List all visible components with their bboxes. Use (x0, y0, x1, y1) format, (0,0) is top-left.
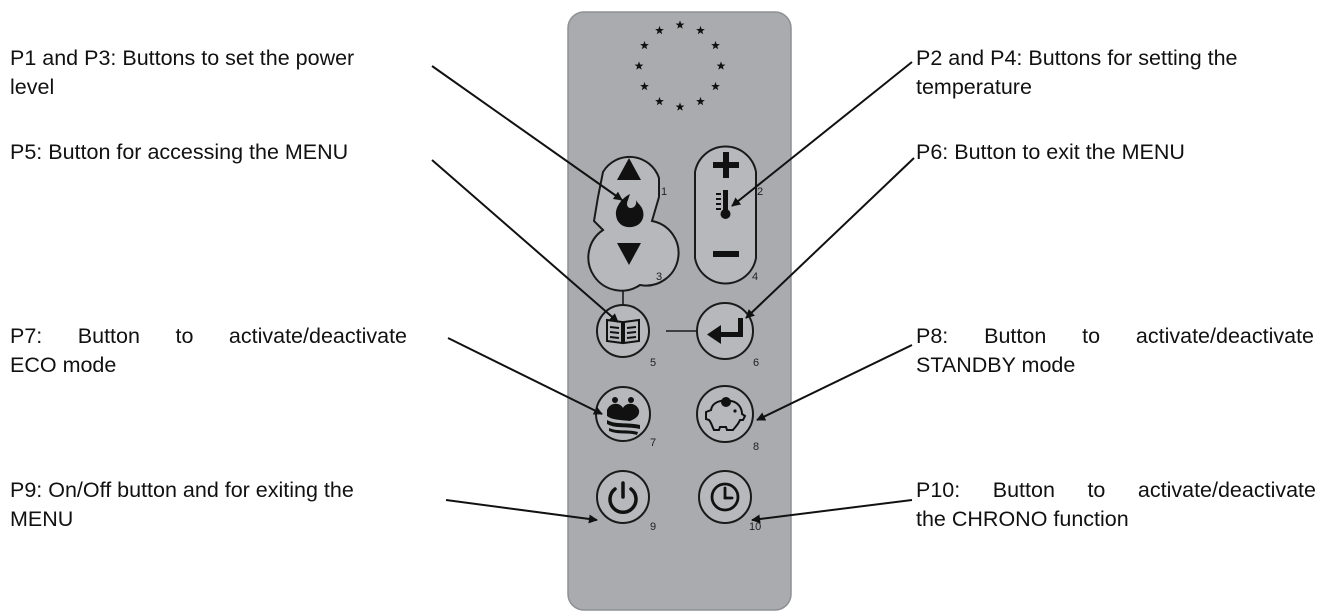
label-p10-line2: the CHRONO function (916, 507, 1129, 531)
clock-icon (710, 482, 740, 512)
label-p1-p3-line2: level (10, 75, 55, 99)
callout-arrows (431, 61, 915, 524)
label-p2-p4-line2: temperature (916, 75, 1032, 99)
menu-button[interactable] (596, 304, 650, 358)
label-p8: P8: Button to activate/deactivate STANDB… (916, 322, 1314, 380)
eu-stars-icon (634, 20, 726, 111)
eco-leaves-icon (607, 397, 640, 435)
star-icon (711, 81, 720, 91)
button-number-2: 2 (757, 186, 763, 198)
label-p2-p4: P2 and P4: Buttons for setting the tempe… (916, 44, 1316, 102)
book-icon (606, 318, 640, 345)
power-level-button-group (587, 155, 680, 292)
star-icon (640, 40, 649, 50)
label-p5: P5: Button for accessing the MENU (10, 138, 450, 167)
star-icon (655, 25, 664, 35)
label-p10: P10: Button to activate/deactivate the C… (916, 476, 1316, 534)
label-p8-line2: STANDBY mode (916, 353, 1076, 377)
label-p6-line1: P6: Button to exit the MENU (916, 140, 1185, 164)
button-number-1: 1 (661, 186, 667, 198)
piggy-bank-icon (705, 397, 747, 431)
label-p10-line1: P10: Button to activate/deactivate (916, 478, 1316, 502)
star-icon (716, 61, 726, 70)
arrow-p9 (445, 499, 598, 524)
arrow-p5 (431, 159, 619, 323)
star-icon (640, 81, 649, 91)
label-p1-p3-line1: P1 and P3: Buttons to set the power (10, 46, 355, 70)
button-number-3: 3 (656, 271, 662, 283)
standby-button[interactable] (696, 385, 754, 443)
plus-icon[interactable] (713, 152, 739, 178)
thermometer-icon (716, 190, 731, 219)
on-off-button[interactable] (596, 470, 650, 524)
arrow-p1-p3 (431, 65, 623, 201)
triangle-up-icon[interactable] (617, 158, 641, 180)
temperature-button-group (694, 145, 757, 285)
exit-menu-button[interactable] (696, 302, 754, 360)
label-p1-p3: P1 and P3: Buttons to set the power leve… (10, 44, 450, 102)
label-p6: P6: Button to exit the MENU (916, 138, 1316, 167)
arrow-p7 (447, 337, 603, 415)
label-p5-line1: P5: Button for accessing the MENU (10, 140, 349, 164)
button-number-7: 7 (650, 437, 656, 449)
button-number-6: 6 (753, 357, 759, 369)
button-number-4: 4 (752, 271, 758, 283)
arrow-p2-p4 (731, 61, 913, 207)
star-icon (696, 25, 705, 35)
button-number-9: 9 (650, 521, 656, 533)
flame-icon (615, 194, 644, 228)
button-number-8: 8 (753, 441, 759, 453)
star-icon (675, 20, 685, 29)
arrow-p8 (756, 344, 913, 421)
label-p7: P7: Button to activate/deactivate ECO mo… (10, 322, 407, 380)
button-number-5: 5 (650, 357, 656, 369)
label-p7-line1: P7: Button to activate/deactivate (10, 324, 407, 348)
button-number-10: 10 (749, 521, 761, 533)
eco-button[interactable] (595, 386, 651, 442)
button-numbers: 1 2 3 4 5 6 7 8 9 10 (650, 186, 763, 533)
triangle-down-icon[interactable] (617, 243, 641, 265)
label-p8-line1: P8: Button to activate/deactivate (916, 324, 1314, 348)
enter-arrow-icon (707, 318, 743, 344)
label-p9: P9: On/Off button and for exiting the ME… (10, 476, 450, 534)
chrono-button[interactable] (698, 470, 752, 524)
arrow-p10 (751, 499, 913, 524)
label-p9-line2: MENU (10, 507, 74, 531)
label-p9-line1: P9: On/Off button and for exiting the (10, 478, 354, 502)
label-p2-p4-line1: P2 and P4: Buttons for setting the (916, 46, 1238, 70)
minus-icon[interactable] (713, 251, 739, 257)
star-icon (655, 96, 664, 106)
arrow-p6 (745, 157, 915, 319)
star-icon (634, 61, 644, 70)
star-icon (711, 40, 720, 50)
star-icon (675, 102, 685, 111)
label-p7-line2: ECO mode (10, 353, 117, 377)
power-icon (608, 481, 638, 514)
star-icon (696, 96, 705, 106)
